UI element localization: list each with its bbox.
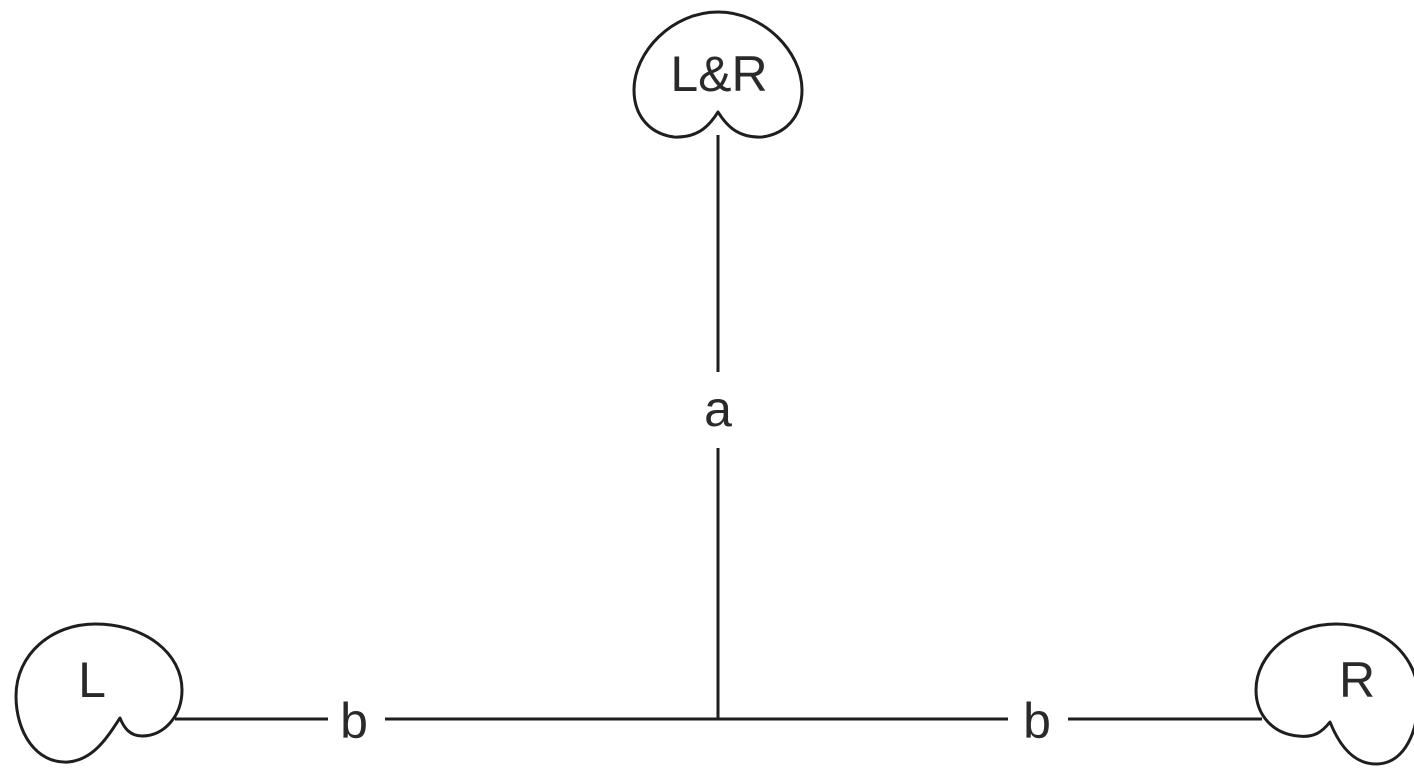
node-left-shape: [14, 622, 184, 764]
node-label-left: L: [78, 652, 106, 708]
node-left: L: [14, 622, 184, 764]
node-label-top: L&R: [670, 46, 767, 102]
node-right: R: [1254, 622, 1414, 766]
node-right-shape: [1254, 622, 1414, 766]
node-label-right: R: [1339, 652, 1375, 708]
node-top: L&R: [632, 10, 804, 139]
node-top-shape: [632, 10, 804, 139]
edge-label-a: a: [704, 381, 732, 437]
edge-label-b-right: b: [1023, 693, 1051, 749]
edge-label-b-left: b: [340, 693, 368, 749]
